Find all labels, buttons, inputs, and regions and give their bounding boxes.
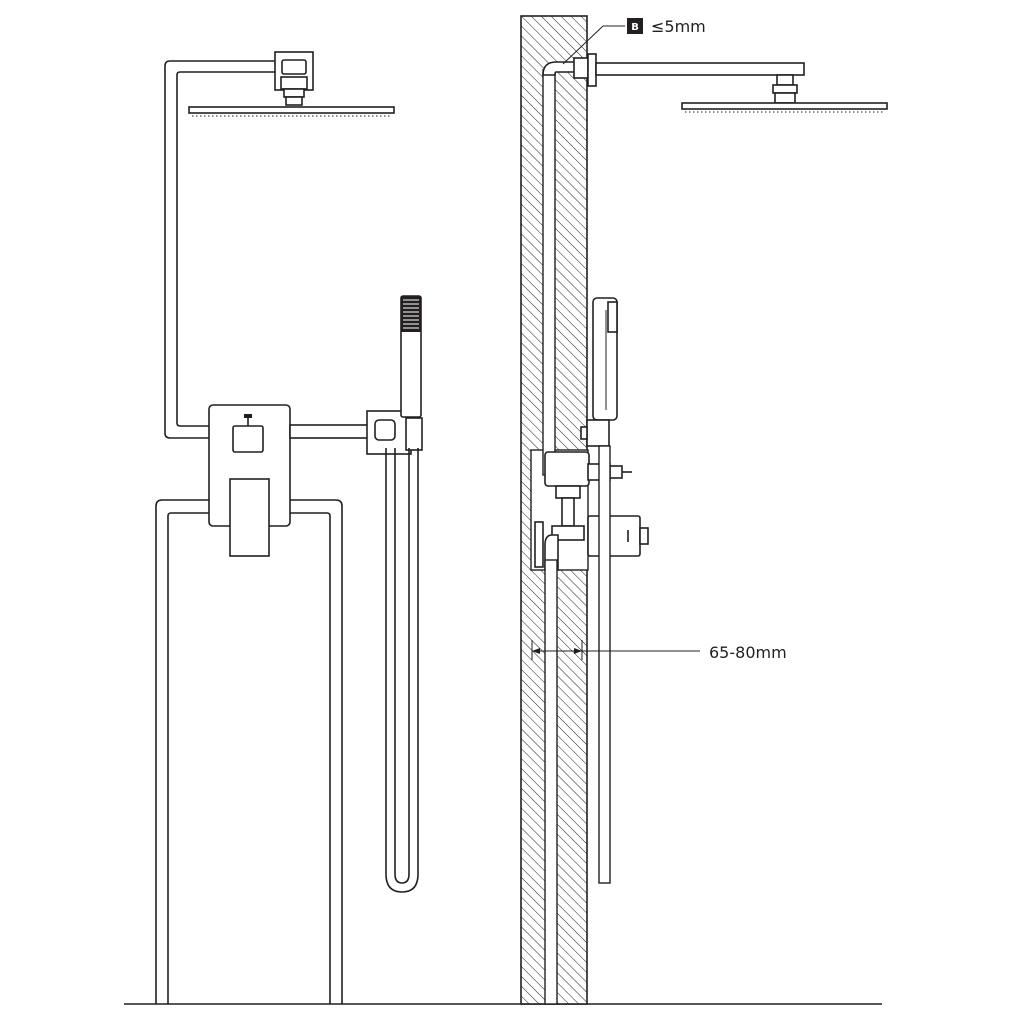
overhead-shower-connector (274, 51, 314, 106)
rain-shower-head-front (188, 106, 395, 117)
front-inlet-pipe-inner (167, 512, 331, 1004)
mixer-lever[interactable] (229, 478, 270, 557)
diverter-knob[interactable] (232, 425, 264, 453)
rain-shower-connector-side (772, 74, 798, 104)
hand-shower-bracket-front (366, 410, 423, 455)
wall-riser-pipe (542, 69, 556, 476)
wall-inlet-pipe (544, 559, 558, 1005)
hand-shower-hose-inner (394, 448, 410, 884)
mixer-cartridge-side (534, 451, 590, 571)
rain-shower-head-side (681, 102, 888, 113)
front-supply-pipe-outer (164, 60, 277, 439)
shower-arm (595, 62, 805, 76)
gap-dimension-label: ≤5mm (651, 17, 706, 36)
front-branch-pipe (289, 424, 369, 439)
annotation-badge (627, 18, 643, 34)
front-inlet-pipe-outer (155, 499, 343, 1004)
depth-dimension-label: 65-80mm (709, 643, 787, 662)
hand-shower-side[interactable] (592, 297, 618, 421)
front-supply-pipe-inner (176, 71, 277, 427)
annotation-badge-letter: B (631, 22, 639, 33)
mixer-lever-side[interactable] (587, 515, 649, 557)
hand-shower-holder-side (580, 419, 610, 447)
hand-shower-hose-outer (385, 448, 419, 893)
hand-shower-hose-side (598, 445, 611, 884)
shower-arm-flange (587, 53, 597, 87)
wall-elbow-fitting (573, 57, 589, 79)
front-view (155, 51, 423, 1004)
side-section-view: B ≤5mm (520, 15, 888, 1005)
hand-shower-front[interactable] (400, 295, 422, 418)
